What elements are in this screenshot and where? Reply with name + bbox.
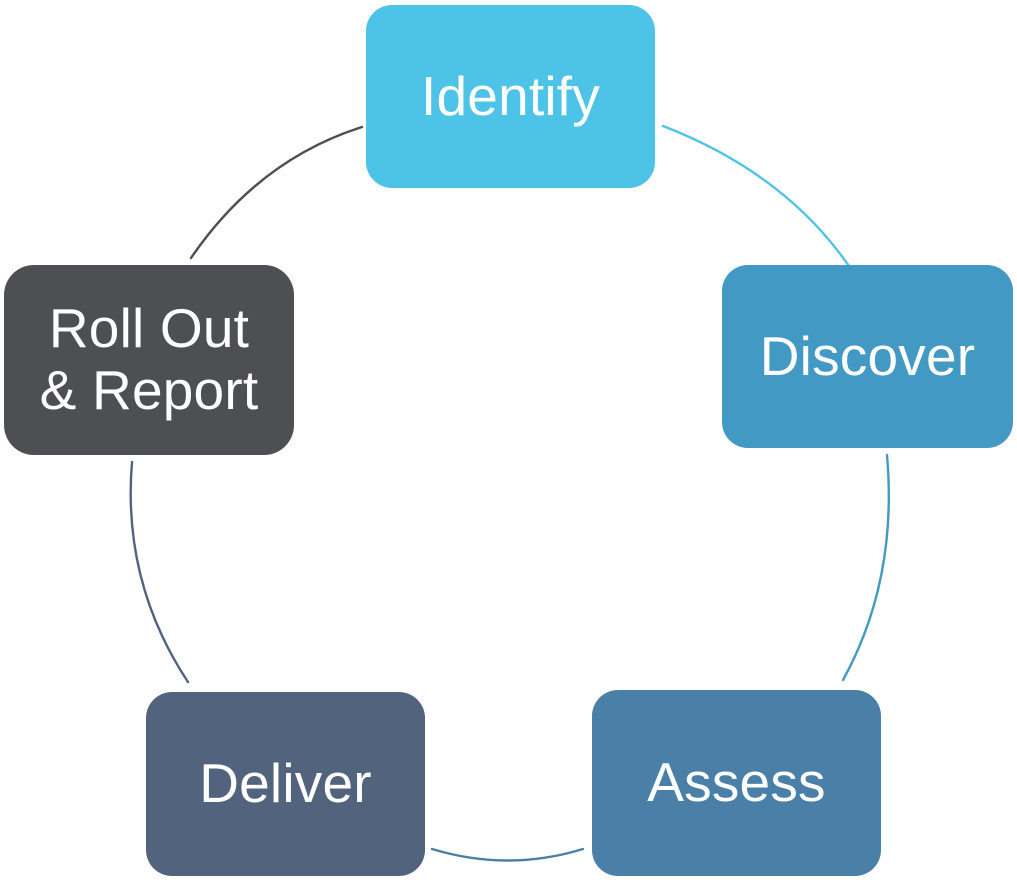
node-roll-out-and-report[interactable]: Roll Out & Report [4,265,294,455]
node-identify-label: Identify [421,64,600,127]
node-discover[interactable]: Discover [722,265,1013,448]
node-discover-label: Discover [759,324,976,387]
node-identify[interactable]: Identify [366,5,655,188]
connector-identify-to-discover [661,124,857,277]
connector-assess-to-deliver [430,847,585,862]
node-assess-label: Assess [647,751,826,814]
node-deliver-label: Deliver [199,752,372,815]
connector-rollout-to-identify [189,125,364,260]
node-deliver[interactable]: Deliver [146,692,425,876]
connector-discover-to-assess [841,453,891,682]
connector-deliver-to-rollout [129,460,190,684]
node-assess[interactable]: Assess [592,690,881,876]
node-roll-out-and-report-label: Roll Out & Report [39,297,259,421]
